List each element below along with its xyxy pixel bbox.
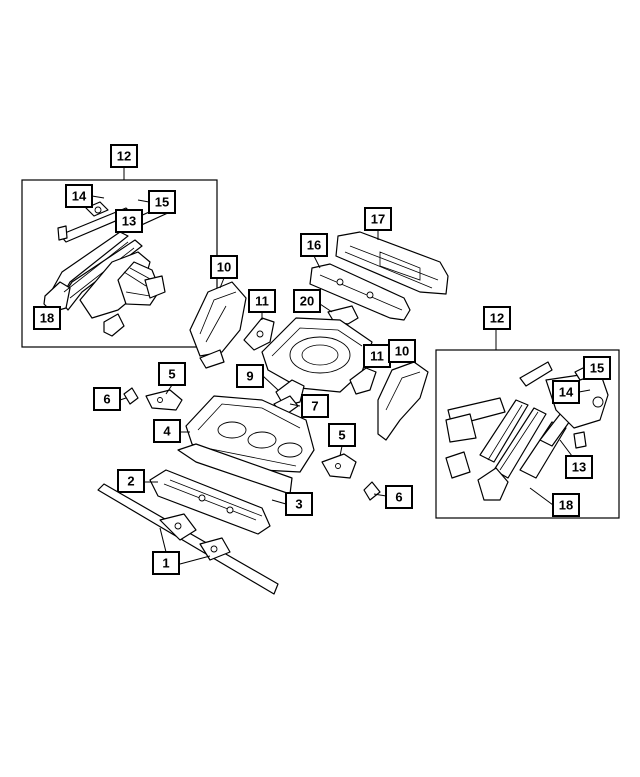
inset-left: 12 14 15 13 18 (21, 144, 218, 348)
part-11-right-bracket (349, 367, 377, 395)
callout-10-right[interactable]: 10 (388, 339, 416, 363)
svg-text:12: 12 (117, 149, 131, 164)
callout-13-right[interactable]: 13 (565, 455, 593, 479)
part-16-crossmember (309, 263, 411, 321)
callout-17[interactable]: 17 (364, 207, 392, 231)
part-2-3-rear-crossmember (149, 443, 293, 535)
callout-15-right[interactable]: 15 (583, 356, 611, 380)
svg-text:2: 2 (127, 474, 134, 489)
svg-text:5: 5 (168, 367, 175, 382)
callout-18-left[interactable]: 18 (33, 306, 61, 330)
svg-text:7: 7 (311, 399, 318, 414)
callout-1[interactable]: 1 (152, 551, 180, 575)
part-6-right-bracket (363, 481, 381, 501)
svg-text:11: 11 (370, 349, 384, 364)
svg-text:1: 1 (162, 556, 169, 571)
part-5-left-bracket (145, 389, 183, 411)
callout-14-right[interactable]: 14 (552, 380, 580, 404)
part-11-left-bracket (243, 317, 275, 351)
inset-left-rail-assembly (43, 201, 171, 337)
svg-text:18: 18 (40, 311, 54, 326)
svg-text:18: 18 (559, 498, 573, 513)
svg-text:4: 4 (163, 424, 171, 439)
inset-right: 12 15 14 13 18 (435, 306, 620, 519)
svg-text:13: 13 (122, 214, 136, 229)
svg-text:10: 10 (217, 260, 231, 275)
svg-text:16: 16 (307, 238, 321, 253)
callout-16[interactable]: 16 (300, 233, 328, 257)
callout-9[interactable]: 9 (236, 364, 264, 388)
svg-text:9: 9 (246, 369, 253, 384)
svg-text:13: 13 (572, 460, 586, 475)
callout-13-left[interactable]: 13 (115, 209, 143, 233)
part-5-right-bracket (321, 453, 357, 479)
inset-right-rail-assembly (445, 361, 609, 501)
callout-11-right[interactable]: 11 (363, 344, 391, 368)
svg-text:10: 10 (395, 344, 409, 359)
part-10-left-quarter (189, 281, 247, 369)
svg-text:17: 17 (371, 212, 385, 227)
svg-text:12: 12 (490, 311, 504, 326)
callout-18-right[interactable]: 18 (552, 493, 580, 517)
callout-4[interactable]: 4 (153, 419, 181, 443)
callout-6-left[interactable]: 6 (93, 387, 121, 411)
callout-20[interactable]: 20 (293, 289, 321, 313)
callout-5-left[interactable]: 5 (158, 362, 186, 386)
callout-6-right[interactable]: 6 (385, 485, 413, 509)
svg-text:15: 15 (155, 195, 169, 210)
svg-text:20: 20 (300, 294, 314, 309)
callout-5-right[interactable]: 5 (328, 423, 356, 447)
part-17-rear-panel (335, 231, 449, 295)
callout-12-left[interactable]: 12 (110, 144, 138, 168)
inset-right-frame (435, 349, 620, 519)
callout-11-left[interactable]: 11 (248, 289, 276, 313)
svg-text:6: 6 (103, 392, 110, 407)
svg-text:3: 3 (295, 497, 302, 512)
svg-text:14: 14 (559, 385, 574, 400)
svg-text:11: 11 (255, 294, 269, 309)
part-spare-tire-well (261, 317, 373, 393)
callout-15-left[interactable]: 15 (148, 190, 176, 214)
callout-14-left[interactable]: 14 (65, 184, 93, 208)
part-1-rear-rail (97, 483, 279, 595)
callout-12-right[interactable]: 12 (483, 306, 511, 330)
part-6-left-bracket (123, 387, 139, 405)
callout-10-left[interactable]: 10 (210, 255, 238, 279)
svg-text:5: 5 (338, 428, 345, 443)
callout-2[interactable]: 2 (117, 469, 145, 493)
callout-3[interactable]: 3 (285, 492, 313, 516)
svg-text:14: 14 (72, 189, 87, 204)
svg-text:15: 15 (590, 361, 604, 376)
part-10-right-quarter (377, 361, 429, 441)
svg-text:6: 6 (395, 490, 402, 505)
callout-7[interactable]: 7 (301, 394, 329, 418)
